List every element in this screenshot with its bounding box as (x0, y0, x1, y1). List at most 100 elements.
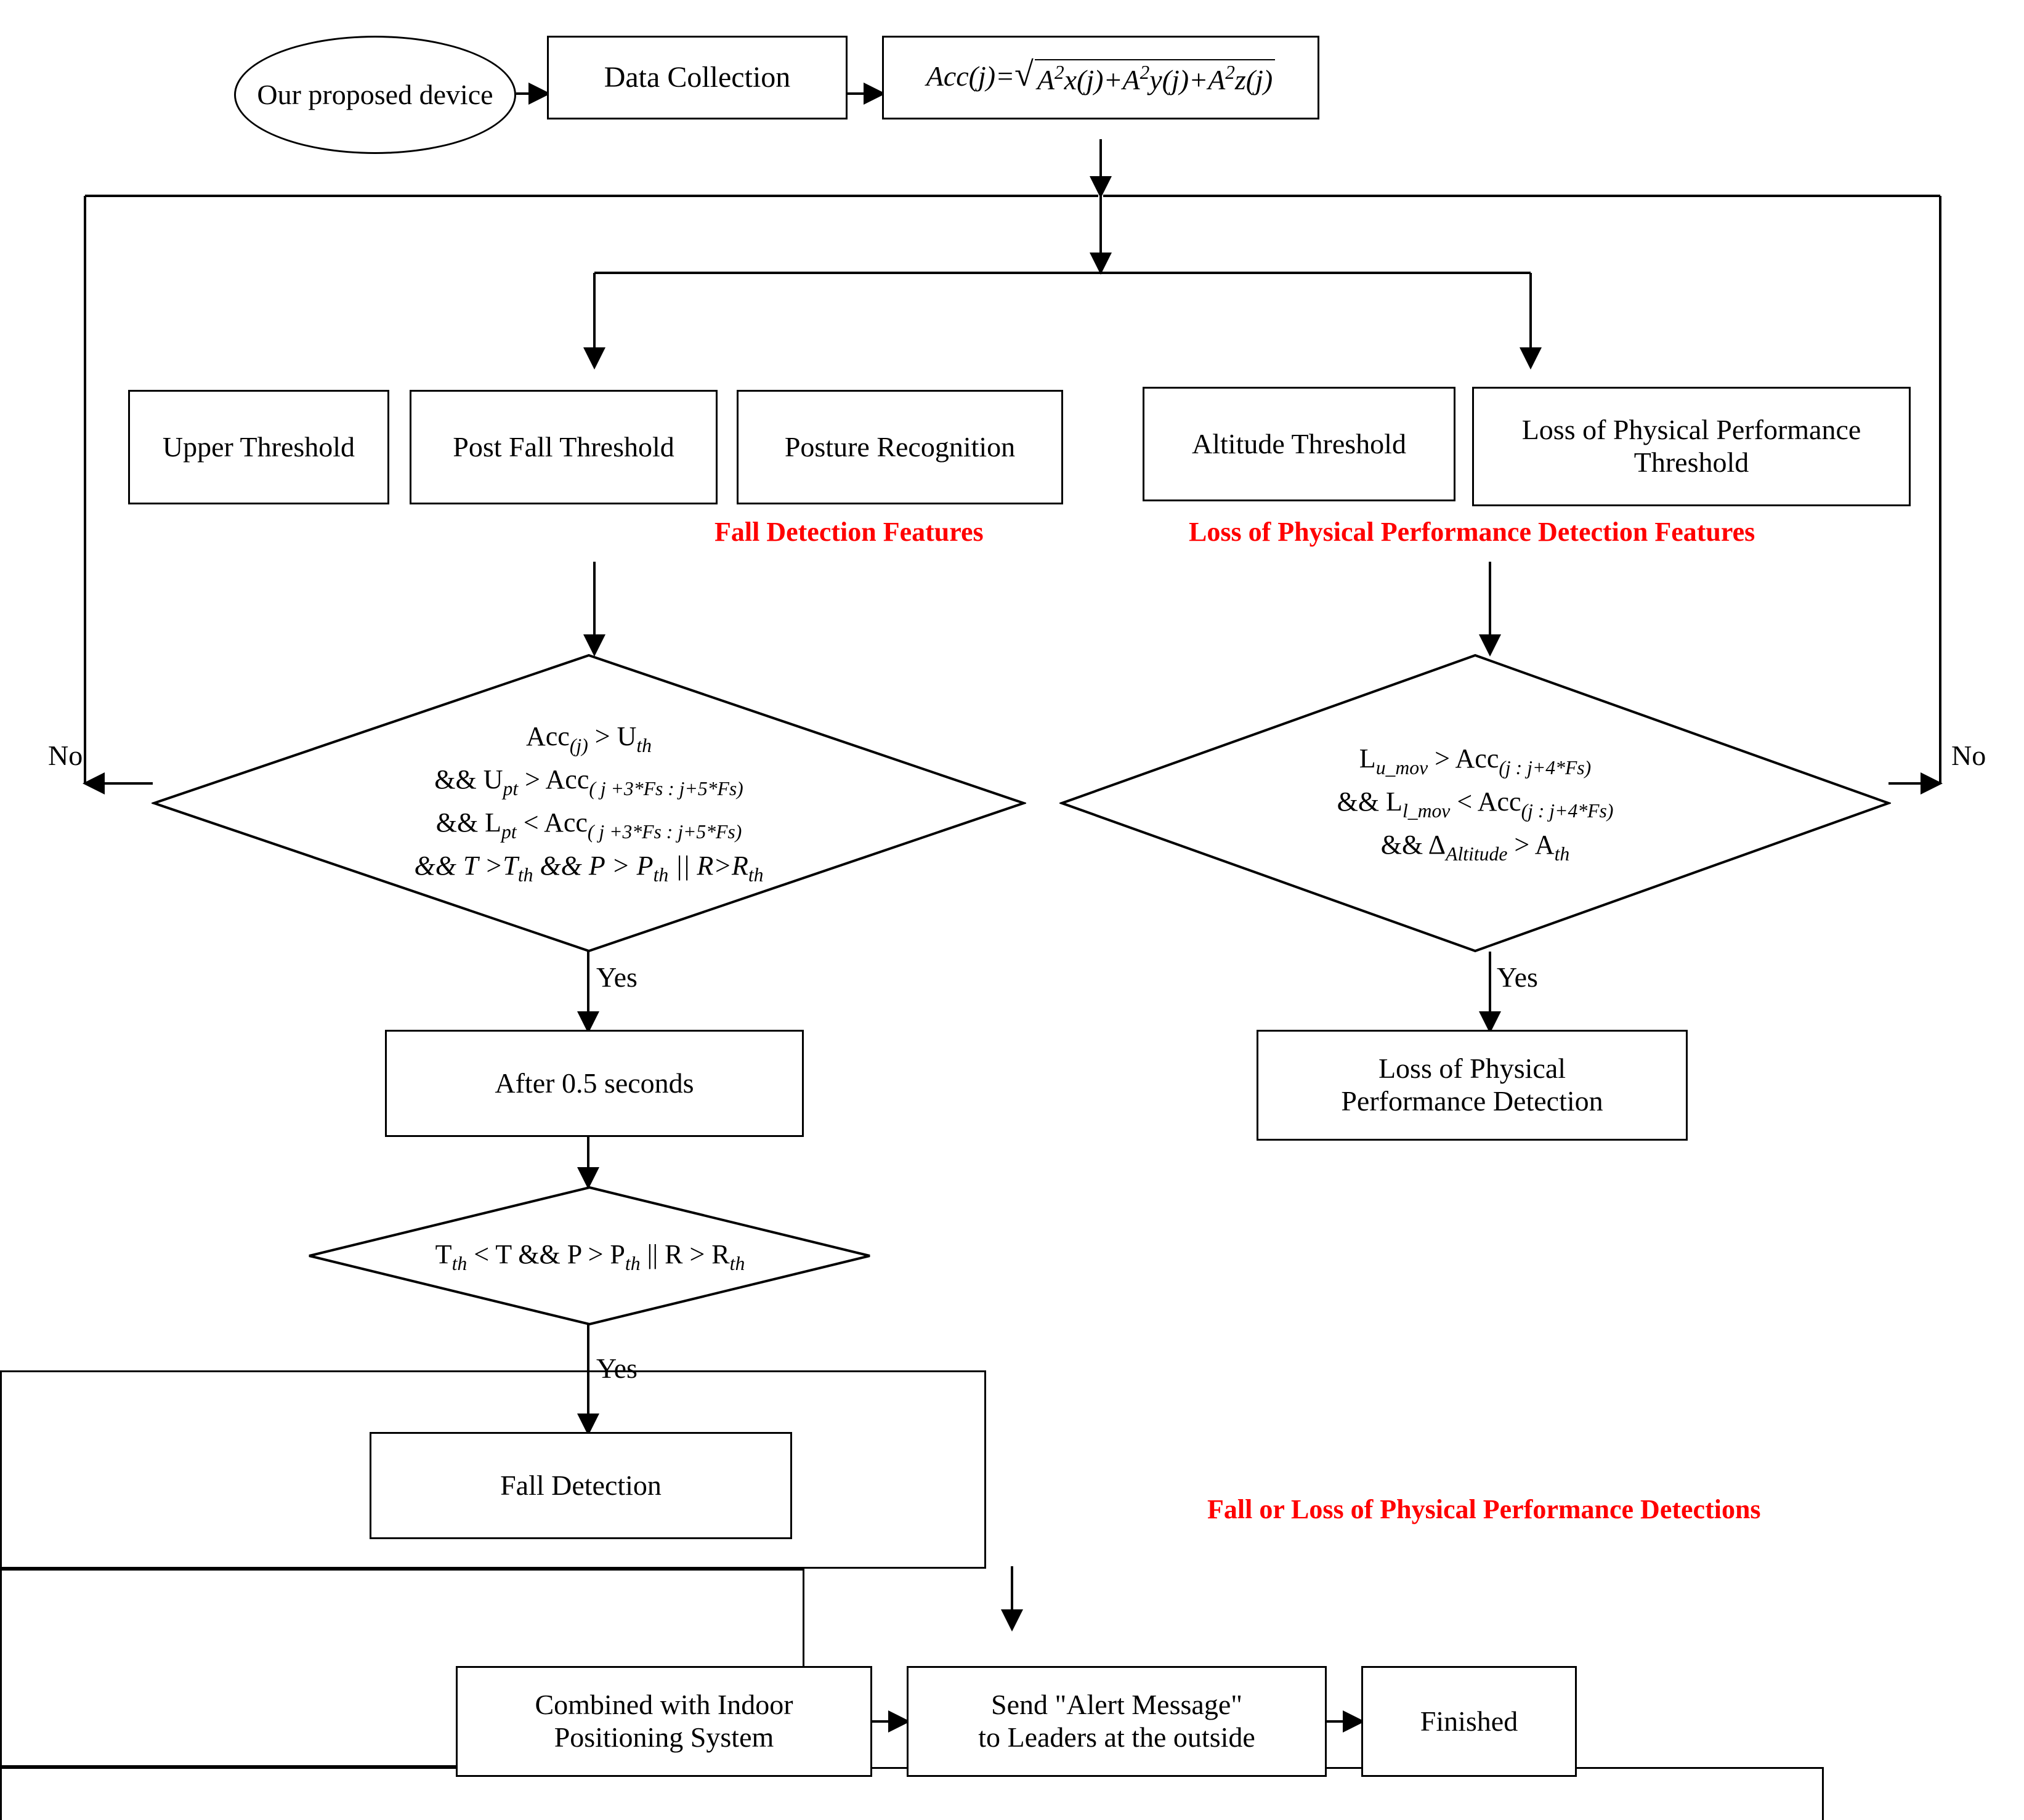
lopp-features-group-label: Loss of Physical Performance Detection F… (1189, 516, 1755, 548)
ldl2-sub1: l_mov (1402, 800, 1451, 822)
fdl3-pre: && L (435, 807, 502, 838)
lopp-detection-box[interactable]: Loss of Physical Performance Detection (1257, 1030, 1688, 1141)
lopp-features-group-label-text: Loss of Physical Performance Detection F… (1189, 517, 1755, 547)
term2-exp: 2 (1140, 61, 1150, 83)
lopp-decision-line-2: && Ll_mov < Acc(j : j+4*Fs) (1337, 782, 1614, 825)
ldl3-sub1: Altitude (1446, 843, 1508, 865)
send-alert-label: Send "Alert Message" to Leaders at the o… (978, 1689, 1255, 1754)
posture-decision-diamond[interactable] (307, 1186, 872, 1326)
term1-var: x(j) (1064, 64, 1104, 96)
ldl3-pre: && Δ (1380, 830, 1446, 860)
ldl3-sub2: th (1554, 843, 1570, 865)
acc-formula-lhs: Acc(j)= (926, 60, 1015, 92)
combined-ips-line-1: Combined with Indoor (535, 1689, 793, 1721)
after-delay-label: After 0.5 seconds (495, 1067, 694, 1099)
fdl4-text: && T >T (414, 851, 518, 881)
combined-ips-label: Combined with Indoor Positioning System (535, 1689, 793, 1754)
fdl4-sub2: th (653, 864, 669, 886)
fall-decision-diamond[interactable] (152, 653, 1026, 953)
fdl3-mid: < Acc (516, 807, 588, 838)
feature-upper-threshold[interactable]: Upper Threshold (128, 390, 389, 504)
combined-ips-box[interactable]: Combined with Indoor Positioning System (456, 1666, 872, 1777)
acc-formula-box: Acc(j)=√A2x(j)+A2y(j)+A2z(j) (882, 36, 1319, 119)
fdl1-sub2: th (636, 735, 652, 757)
plus-1: + (1103, 64, 1123, 96)
ldl1-pre: L (1359, 743, 1376, 774)
feature-post-fall-threshold-label: Post Fall Threshold (453, 431, 674, 463)
ldl3-mid: > A (1507, 830, 1555, 860)
lopp-detection-line-1: Loss of Physical (1378, 1053, 1566, 1085)
after-delay-box[interactable]: After 0.5 seconds (385, 1030, 804, 1137)
data-collection-label: Data Collection (604, 61, 791, 94)
send-alert-box[interactable]: Send "Alert Message" to Leaders at the o… (907, 1666, 1327, 1777)
feature-upper-threshold-label: Upper Threshold (162, 431, 355, 463)
feature-posture-recognition-label: Posture Recognition (784, 431, 1016, 463)
feature-post-fall-threshold[interactable]: Post Fall Threshold (410, 390, 718, 504)
feature-lopp-threshold[interactable]: Loss of Physical Performance Threshold (1472, 387, 1911, 506)
fall-detection-features-group-label-text: Fall Detection Features (714, 517, 984, 547)
edge-label-yes-lopp-text: Yes (1497, 961, 1538, 993)
lopp-decision-line-1: Lu_mov > Acc(j : j+4*Fs) (1337, 739, 1614, 782)
pd-sub2: th (625, 1253, 641, 1275)
ldl1-mid: > Acc (1428, 743, 1499, 774)
sqrt-symbol: √ (1014, 55, 1034, 94)
term3-exp: 2 (1225, 61, 1235, 83)
edge-label-yes-posture-text: Yes (596, 1353, 638, 1384)
fall-detection-box[interactable]: Fall Detection (370, 1432, 792, 1539)
start-node-label: Our proposed device (257, 78, 493, 110)
plus-2: + (1189, 64, 1208, 96)
lopp-decision-text: Lu_mov > Acc(j : j+4*Fs) && Ll_mov < Acc… (1093, 708, 1857, 899)
term1-exp: 2 (1054, 61, 1064, 83)
term1-base: A (1037, 64, 1055, 96)
term2-base: A (1122, 64, 1140, 96)
fdl2-pre: && U (434, 764, 503, 795)
fall-decision-line-2: && Upt > Acc( j +3*Fs : j+5*Fs) (415, 760, 764, 803)
fdl1-pre: Acc (526, 721, 570, 751)
lopp-decision-diamond[interactable] (1059, 653, 1891, 953)
detections-container-label: Fall or Loss of Physical Performance Det… (1207, 1494, 1761, 1525)
lopp-detection-line-2: Performance Detection (1341, 1085, 1603, 1117)
fdl2-sub1: pt (503, 778, 519, 800)
pd-post: || R > R (640, 1239, 730, 1269)
fdl3-sub2: ( j +3*Fs : j+5*Fs) (587, 821, 742, 843)
fall-decision-line-3: && Lpt < Acc( j +3*Fs : j+5*Fs) (415, 803, 764, 846)
posture-decision-text: Tth < T && P > Pth || R > Rth (344, 1210, 836, 1303)
finished-box[interactable]: Finished (1361, 1666, 1577, 1777)
fdl2-sub2: ( j +3*Fs : j+5*Fs) (589, 778, 743, 800)
edge-label-yes-lopp: Yes (1497, 961, 1538, 993)
ldl2-sub2: (j : j+4*Fs) (1521, 800, 1614, 822)
data-collection-box[interactable]: Data Collection (547, 36, 848, 119)
feature-altitude-threshold-label: Altitude Threshold (1192, 427, 1406, 459)
term3-base: A (1208, 64, 1226, 96)
edge-label-yes-posture: Yes (596, 1352, 638, 1385)
radicand: A2x(j)+A2y(j)+A2z(j) (1034, 59, 1276, 96)
feature-posture-recognition[interactable]: Posture Recognition (737, 390, 1063, 504)
combined-ips-line-2: Positioning System (554, 1721, 774, 1753)
fall-decision-text: Acc(j) > Uth && Upt > Acc( j +3*Fs : j+5… (176, 666, 1002, 940)
finished-label: Finished (1420, 1705, 1518, 1737)
fdl4-mid: && P > P (533, 851, 654, 881)
edge-label-yes-fall-text: Yes (596, 961, 638, 993)
feature-lopp-threshold-label: Loss of Physical Performance Threshold (1521, 414, 1861, 478)
sqrt-group: √A2x(j)+A2y(j)+A2z(j) (1014, 55, 1276, 96)
posture-decision-line: Tth < T && P > Pth || R > Rth (435, 1235, 745, 1278)
fall-detection-label: Fall Detection (500, 1469, 662, 1501)
fall-detection-features-group-label: Fall Detection Features (714, 516, 984, 548)
acc-formula: Acc(j)=√A2x(j)+A2y(j)+A2z(j) (926, 55, 1276, 96)
edge-label-no-right-text: No (1951, 740, 1986, 771)
term3-var: z(j) (1234, 64, 1273, 96)
ldl2-mid: < Acc (1450, 786, 1521, 817)
edge-label-no-right: No (1951, 739, 1986, 772)
send-alert-line-2: to Leaders at the outside (978, 1721, 1255, 1753)
fdl4-post: || R>R (668, 851, 748, 881)
fall-decision-line-1: Acc(j) > Uth (415, 717, 764, 760)
fdl1-mid: > U (588, 721, 637, 751)
ldl2-pre: && L (1337, 786, 1403, 817)
fdl3-sub1: pt (501, 821, 517, 843)
feature-altitude-threshold[interactable]: Altitude Threshold (1143, 387, 1455, 501)
term2-var: y(j) (1149, 64, 1189, 96)
start-node-our-proposed-device[interactable]: Our proposed device (234, 36, 516, 154)
detections-container-label-text: Fall or Loss of Physical Performance Det… (1207, 1494, 1761, 1524)
